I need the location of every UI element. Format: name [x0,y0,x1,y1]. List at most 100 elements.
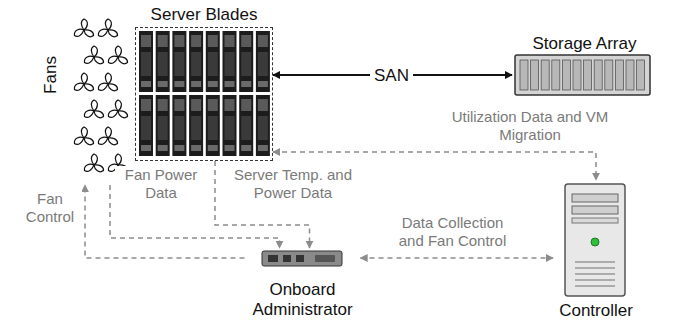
drive-slots [520,60,645,90]
blade-panel [158,99,168,111]
blade-panel [258,116,268,140]
fan-blade [83,108,96,119]
fan-blade [107,108,120,119]
storage-chassis [515,55,650,95]
vents [575,262,615,286]
blade-body [156,95,170,156]
fan-blade [73,81,86,92]
oa-port [268,255,278,262]
fan-blade [115,154,121,165]
blade-body [172,95,186,156]
drive-bay [572,194,618,202]
oa-port [296,255,304,262]
blade-body [206,31,220,92]
blade [239,31,253,92]
blade [189,31,203,92]
blade-body [156,31,170,92]
blade-panel [141,116,151,140]
fan-blade [82,136,95,147]
blade-panel [258,35,268,47]
blade [223,31,237,92]
blade-body [206,95,220,156]
blade-body [172,31,186,92]
connector-label: Fan Control [18,190,82,226]
blade-body [223,31,237,92]
fan-blade [97,135,110,146]
fan-blade [82,28,95,39]
fan-icon [97,127,119,146]
blade-handle [174,145,184,151]
server-blades [139,31,270,156]
blade-body [189,31,203,92]
fan-icon [73,19,95,38]
fan-blade [83,54,96,65]
drive-slot [637,60,645,90]
blade-panel [141,35,151,47]
blade [206,95,220,156]
fan-blade [115,100,121,111]
storage-array: Storage Array [512,34,657,98]
vent-line [575,273,615,275]
blade [189,95,203,156]
blade [172,95,186,156]
vent-line [575,261,615,263]
blade-handle [208,145,218,151]
tower-case [565,184,625,296]
controller-icon [565,184,625,296]
blade-panel [225,116,235,140]
blade [139,95,153,156]
blade-handle [191,145,201,151]
drive-slot [562,60,570,90]
fan-blade [81,127,87,138]
power-led [591,238,599,246]
blade-body [256,95,270,156]
vent-line [575,267,615,269]
drive-slot [573,60,581,90]
blade [223,95,237,156]
blade-body [223,95,237,156]
storage-array-icon [515,55,650,95]
blade-body [239,31,253,92]
blade-handle [258,81,268,87]
blade-panel [191,116,201,140]
blade-panel [158,52,168,76]
blade-panel [208,116,218,140]
fan-blade [97,27,110,38]
oa-module [262,251,342,266]
blade-handle [141,145,151,151]
drive-slot [626,60,634,90]
blade-handle [241,145,251,151]
blade-panel [158,35,168,47]
drive-slot [541,60,549,90]
fan-blade [91,46,97,57]
fan-blade [106,136,119,147]
blade-handle [225,81,235,87]
node-label: Storage Array [533,34,637,54]
fan-blade [91,100,97,111]
blade-body [256,31,270,92]
blade-body [189,95,203,156]
fan-blade [92,55,105,66]
blade-panel [174,35,184,47]
fan-icon [107,100,129,119]
blade [256,31,270,92]
fan-blade [73,27,86,38]
blade-handle [208,81,218,87]
blade-panel [241,52,251,76]
fan-blade [97,81,110,92]
fan-blade [92,109,105,120]
drive-slot [594,60,602,90]
blade-panel [258,99,268,111]
blade-handle [225,145,235,151]
drive-bay [572,206,618,214]
blade-panel [174,116,184,140]
blade-handle [141,81,151,87]
blade-panel [225,35,235,47]
fan-icon [73,127,95,146]
server-blade-enclosure: Server Blades [135,27,273,161]
fan-blade [115,46,121,57]
blade-handle [191,81,201,87]
blade-panel [241,35,251,47]
blade-panel [174,52,184,76]
blade-body [239,95,253,156]
